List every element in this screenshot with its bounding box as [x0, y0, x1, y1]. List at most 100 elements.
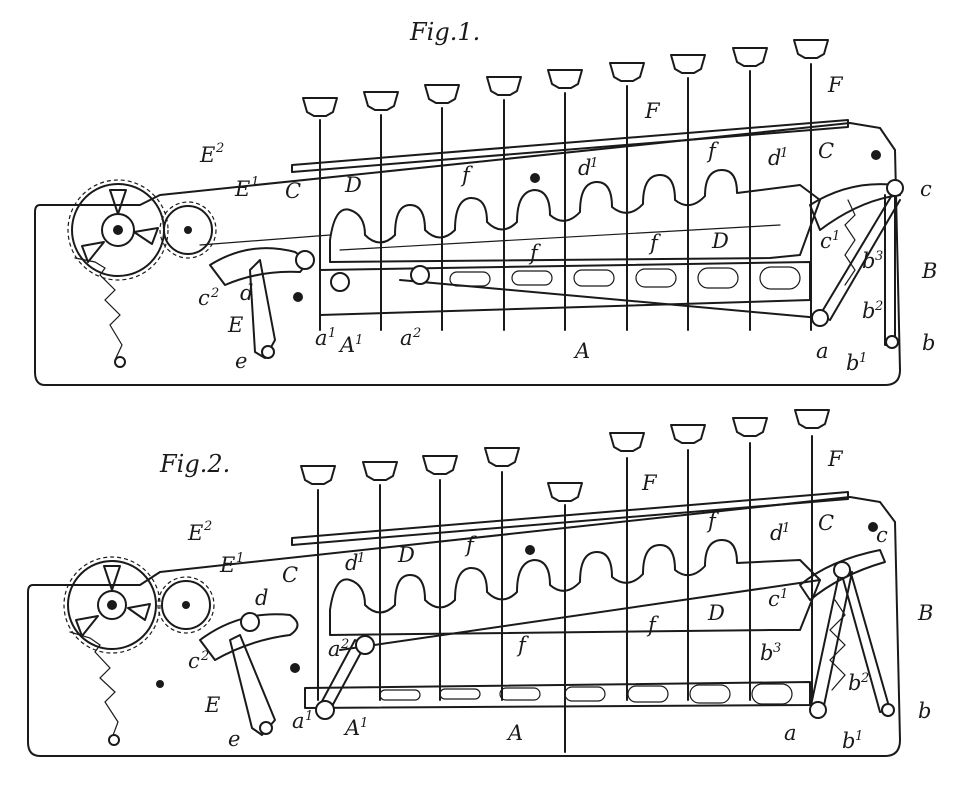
label-F-right: F — [827, 73, 844, 97]
figure-1-labels: E 2 E 1 C D f d 1 F f d 1 C F c c 1 D f … — [198, 73, 937, 375]
key-8 — [732, 417, 768, 701]
key-8 — [732, 47, 768, 331]
label-D-top: D — [397, 543, 415, 567]
label-d1-mid-sup: 1 — [357, 551, 365, 566]
figure-1: Fig.1. — [34, 18, 937, 386]
label-C-right: C — [818, 511, 834, 535]
label-B: B — [921, 259, 937, 283]
key-3 — [424, 84, 460, 331]
pivot-b — [881, 703, 895, 717]
pivot-a — [809, 701, 827, 719]
label-c1-sup: 1 — [780, 587, 788, 602]
crank-E — [229, 634, 276, 736]
label-c2-sup: 2 — [200, 649, 209, 664]
key-3 — [422, 455, 458, 701]
key-6 — [609, 62, 645, 331]
bolt-right — [871, 150, 881, 160]
label-f3: f — [648, 231, 661, 255]
large-gear — [63, 556, 161, 654]
label-F-right: F — [827, 447, 844, 471]
key-2 — [363, 91, 399, 331]
label-f2: f — [706, 509, 719, 533]
spring-anchor — [114, 356, 126, 368]
pin-d — [240, 612, 260, 632]
label-d1-right-sup: 1 — [782, 521, 790, 536]
key-4 — [484, 447, 520, 701]
label-f2: f — [706, 139, 719, 163]
label-F-mid: F — [644, 99, 661, 123]
key-6 — [609, 432, 645, 701]
bolt-mid — [530, 173, 540, 183]
label-A1-sup: 1 — [355, 333, 363, 348]
label-c: c — [920, 177, 932, 201]
label-d: d — [255, 586, 268, 610]
label-d1-right: d — [768, 146, 781, 170]
label-E1: E — [234, 177, 250, 201]
label-D-top: D — [344, 173, 362, 197]
label-b: b — [918, 699, 931, 723]
rack-E1 — [199, 234, 331, 246]
label-e: e — [228, 727, 240, 751]
label-d1-mid: d — [345, 551, 358, 575]
gear-spring — [69, 631, 119, 739]
label-b: b — [922, 331, 935, 355]
pivot-b — [885, 335, 899, 349]
label-b2-sup: 2 — [860, 671, 869, 686]
figure-2: Fig.2. — [27, 409, 933, 757]
label-c1: c — [820, 229, 832, 253]
label-d1-mid-sup: 1 — [590, 156, 598, 171]
slide-D — [329, 169, 821, 263]
label-D-low: D — [707, 601, 725, 625]
bolt-mid — [525, 545, 535, 555]
label-E1-sup: 1 — [236, 551, 244, 566]
label-a2-sup: 2 — [340, 637, 349, 652]
label-f1: f — [464, 533, 477, 557]
lever-c — [799, 549, 886, 601]
key-7 — [670, 424, 706, 701]
bar-A-slots — [379, 683, 793, 705]
pivot-c — [886, 179, 904, 197]
crank-E — [249, 259, 276, 359]
pin-a1 — [315, 700, 335, 720]
label-a1: a — [292, 709, 305, 733]
label-E2: E — [187, 521, 203, 545]
label-E2-sup: 2 — [203, 519, 212, 534]
label-c: c — [876, 523, 888, 547]
bolt-left — [293, 292, 303, 302]
label-A: A — [506, 721, 523, 745]
bar-A — [304, 681, 811, 709]
pivot-e — [259, 721, 273, 735]
label-c2-sup: 2 — [210, 286, 219, 301]
small-gear — [157, 576, 215, 634]
label-C-left: C — [282, 563, 298, 587]
pin-a1 — [330, 272, 350, 292]
label-d1-right: d — [770, 521, 783, 545]
key-1 — [300, 465, 336, 701]
key-5 — [547, 69, 583, 331]
label-b1-sup: 1 — [859, 351, 867, 366]
label-f3: f — [646, 613, 659, 637]
label-c1: c — [768, 587, 780, 611]
label-a2-sup: 2 — [412, 326, 421, 341]
label-C-left: C — [285, 179, 301, 203]
base-plate — [27, 496, 901, 757]
link-b1 — [819, 189, 901, 321]
label-E2: E — [199, 143, 215, 167]
label-b3: b — [862, 249, 875, 273]
slide-D — [329, 539, 821, 636]
label-A1: A — [338, 333, 355, 357]
label-C-right: C — [818, 139, 834, 163]
label-e: e — [235, 349, 247, 373]
label-c2: c — [198, 286, 210, 310]
figure-1-title: Fig.1. — [409, 18, 480, 46]
spring-b3 — [829, 599, 846, 691]
label-E: E — [227, 313, 243, 337]
label-a: a — [784, 721, 797, 745]
label-a1: a — [315, 326, 328, 350]
spring-anchor — [108, 734, 120, 746]
label-f4: f — [516, 633, 529, 657]
bar-A1 — [339, 579, 821, 651]
label-E1: E — [219, 553, 235, 577]
